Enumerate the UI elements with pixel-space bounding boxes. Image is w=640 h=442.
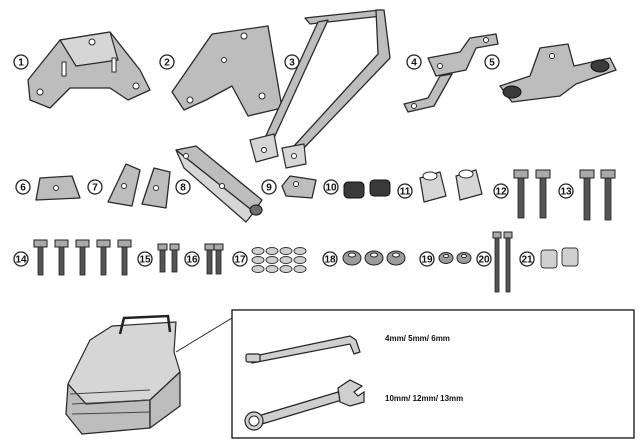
part-13-bolts bbox=[579, 169, 616, 221]
part-badge-8: 8 bbox=[175, 179, 191, 195]
part-number: 4 bbox=[411, 58, 417, 69]
part-8-angle-bar bbox=[175, 145, 263, 223]
part-7-triangle-plates bbox=[107, 163, 171, 209]
part-15-bolts bbox=[157, 243, 180, 273]
part-12-bolts bbox=[513, 169, 551, 219]
part-badge-14: 14 bbox=[13, 251, 29, 267]
part-number: 1 bbox=[18, 58, 24, 69]
part-number: 6 bbox=[20, 183, 26, 194]
part-badge-20: 20 bbox=[476, 251, 492, 267]
part-18-nuts bbox=[342, 250, 406, 266]
part-number: 16 bbox=[186, 255, 198, 266]
part-badge-1: 1 bbox=[13, 54, 29, 70]
part-number: 14 bbox=[15, 255, 27, 266]
part-2-angled-plate bbox=[171, 25, 283, 117]
part-badge-2: 2 bbox=[159, 54, 175, 70]
part-number: 17 bbox=[234, 255, 246, 266]
part-number: 20 bbox=[478, 255, 490, 266]
part-badge-21: 21 bbox=[519, 251, 535, 267]
part-badge-9: 9 bbox=[261, 179, 277, 195]
part-number: 12 bbox=[495, 187, 507, 198]
part-number: 10 bbox=[325, 183, 337, 194]
part-badge-7: 7 bbox=[87, 179, 103, 195]
part-3-support-arms bbox=[249, 9, 391, 169]
part-1-base-plate bbox=[27, 31, 151, 109]
callout-line bbox=[175, 317, 233, 353]
part-number: 21 bbox=[521, 255, 533, 266]
wrench-icon bbox=[244, 379, 365, 431]
part-badge-17: 17 bbox=[232, 251, 248, 267]
part-6-small-plate bbox=[35, 175, 81, 201]
part-number: 3 bbox=[289, 58, 295, 69]
allen-key-label: 4mm/ 5mm/ 6mm bbox=[385, 334, 450, 343]
part-9-small-bracket bbox=[281, 175, 317, 199]
part-17-washers bbox=[251, 247, 307, 273]
tools-panel bbox=[231, 309, 635, 439]
part-badge-16: 16 bbox=[184, 251, 200, 267]
part-number: 11 bbox=[400, 187, 411, 198]
part-20-long-bolts bbox=[492, 231, 513, 293]
part-badge-11: 11 bbox=[397, 183, 413, 199]
part-14-bolts bbox=[33, 239, 132, 276]
part-11-spacers bbox=[419, 169, 483, 203]
part-number: 7 bbox=[92, 183, 98, 194]
part-number: 18 bbox=[324, 255, 336, 266]
part-badge-18: 18 bbox=[322, 251, 338, 267]
part-badge-6: 6 bbox=[15, 179, 31, 195]
part-5-dark-bracket bbox=[499, 43, 617, 103]
allen-key-icon bbox=[245, 335, 361, 364]
part-number: 13 bbox=[560, 187, 572, 198]
part-badge-19: 19 bbox=[419, 251, 435, 267]
part-badge-13: 13 bbox=[558, 183, 574, 199]
part-number: 9 bbox=[266, 183, 272, 194]
toolbox-icon bbox=[65, 314, 181, 435]
part-number: 19 bbox=[421, 255, 433, 266]
part-10-dark-spacers bbox=[343, 179, 391, 199]
part-4-bent-bracket bbox=[403, 33, 499, 113]
part-badge-5: 5 bbox=[484, 54, 500, 70]
part-number: 2 bbox=[164, 58, 170, 69]
part-badge-15: 15 bbox=[137, 251, 153, 267]
part-number: 15 bbox=[139, 255, 151, 266]
part-badge-4: 4 bbox=[406, 54, 422, 70]
part-16-bolts bbox=[204, 243, 224, 275]
wrench-label: 10mm/ 12mm/ 13mm bbox=[385, 394, 463, 403]
part-number: 8 bbox=[180, 183, 186, 194]
part-19-nuts bbox=[438, 252, 472, 264]
part-21-cap-nuts bbox=[540, 247, 579, 269]
part-badge-10: 10 bbox=[323, 179, 339, 195]
part-number: 5 bbox=[489, 58, 495, 69]
part-badge-12: 12 bbox=[493, 183, 509, 199]
part-badge-3: 3 bbox=[284, 54, 300, 70]
